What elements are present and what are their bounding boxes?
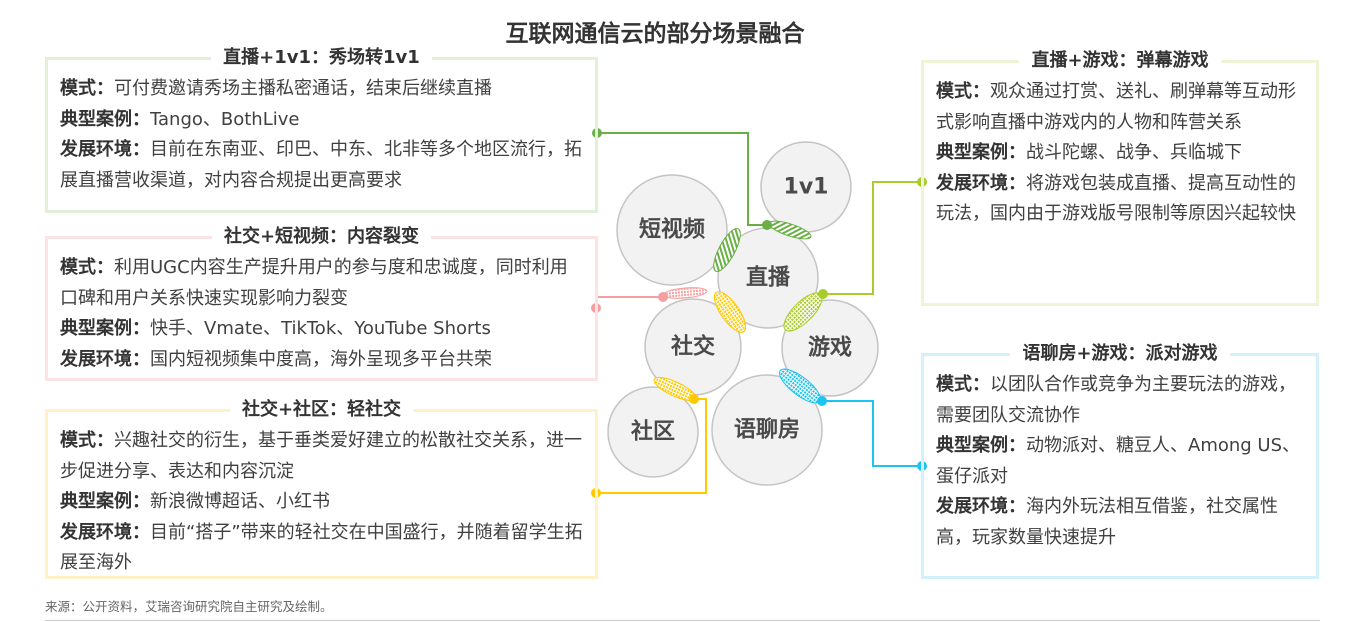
box-social-community: 社交+社区：轻社交 模式：兴趣社交的衍生，基于垂类爱好建立的松散社交关系，进一步… [45, 399, 598, 579]
line-label: 模式： [936, 374, 990, 395]
connector-social-short-video [595, 296, 663, 308]
line-text: 国内短视频集中度高，海外呈现多平台共荣 [150, 348, 492, 370]
connector-dot [818, 289, 828, 299]
connector-social-community [596, 398, 707, 494]
connector-voice-room-game [822, 400, 922, 467]
page-title: 互联网通信云的部分场景融合 [505, 21, 805, 47]
overlap-social-live [713, 291, 747, 333]
connector-dot [817, 396, 827, 406]
connector-dot [762, 220, 772, 230]
box-voice-room-game: 语聊房+游戏：派对游戏 模式：以团队合作或竞争为主要玩法的游戏，需要团队交流协作… [921, 343, 1319, 579]
line-text: 海内外玩法相互借鉴，社交属性高，玩家数量快速提升 [936, 496, 1278, 548]
line-label: 模式： [60, 78, 114, 99]
line-label: 典型案例： [936, 435, 1026, 456]
circle-short-video [616, 174, 728, 286]
circle-label-community: 社区 [631, 419, 675, 445]
circle-voice-room [711, 374, 823, 486]
connector-dot [689, 394, 699, 404]
box-title: 直播+1v1：秀场转1v1 [211, 47, 432, 68]
overlap-social-short-video [662, 287, 708, 299]
line-text: Tango、BothLive [150, 108, 300, 130]
circle-label-live: 直播 [746, 265, 791, 291]
box-title: 语聊房+游戏：派对游戏 [1010, 343, 1230, 364]
line-label: 发展环境： [60, 521, 150, 543]
line-text: 可付费邀请秀场主播私密通话，结束后继续直播 [114, 78, 492, 99]
line-text: 战斗陀螺、战争、兵临城下 [1026, 142, 1242, 163]
line-label: 典型案例： [60, 108, 150, 130]
box-live-1v1: 直播+1v1：秀场转1v1 模式：可付费邀请秀场主播私密通话，结束后继续直播 典… [45, 47, 598, 213]
line-text: 快手、Vmate、TikTok、YouTube Shorts [150, 318, 491, 339]
bottom-divider [45, 620, 1320, 621]
line-label: 典型案例： [60, 318, 150, 339]
overlap-live-short-video [713, 227, 741, 273]
circle-label-social: 社交 [671, 334, 715, 360]
box-title: 直播+游戏：弹幕游戏 [1019, 50, 1221, 71]
box-title: 社交+社区：轻社交 [229, 399, 414, 420]
connector-dot [658, 292, 668, 302]
circle-label-game: 游戏 [808, 335, 852, 361]
source-note: 来源：公开资料，艾瑞咨询研究院自主研究及绘制。 [45, 599, 333, 614]
circle-label-short-video: 短视频 [639, 217, 705, 243]
box-social-short-video: 社交+短视频：内容裂变 模式：利用UGC内容生产提升用户的参与度和忠诚度，同时利… [45, 226, 598, 381]
line-label: 模式： [60, 430, 114, 451]
circle-community [607, 386, 699, 478]
line-label: 模式： [60, 257, 114, 278]
line-text: 兴趣社交的衍生，基于垂类爱好建立的松散社交关系，进一步促进分享、表达和内容沉淀 [60, 430, 582, 482]
line-text: 利用UGC内容生产提升用户的参与度和忠诚度，同时利用口碑和用户关系快速实现影响力… [60, 257, 568, 309]
line-label: 发展环境： [936, 172, 1026, 194]
line-text: 目前在东南亚、印巴、中东、北非等多个地区流行，拓展直播营收渠道，对内容合规提出更… [60, 139, 582, 191]
line-label: 发展环境： [60, 348, 150, 370]
circle-game [781, 299, 879, 397]
line-text: 将游戏包装成直播、提高互动性的玩法，国内由于游戏版号限制等原因兴起较快 [936, 172, 1296, 225]
line-text: 观众通过打赏、送礼、刷弹幕等互动形式影响直播中游戏内的人物和阵营关系 [936, 81, 1296, 133]
line-text: 动物派对、糖豆人、Among US、蛋仔派对 [936, 435, 1301, 487]
connector-live-1v1 [597, 132, 767, 226]
line-text: 以团队合作或竞争为主要玩法的游戏，需要团队交流协作 [936, 374, 1296, 426]
line-label: 典型案例： [60, 491, 150, 512]
line-label: 模式： [936, 81, 990, 102]
line-label: 典型案例： [936, 142, 1026, 163]
box-live-game: 直播+游戏：弹幕游戏 模式：观众通过打赏、送礼、刷弹幕等互动形式影响直播中游戏内… [921, 50, 1319, 306]
line-text: 目前“搭子”带来的轻社交在中国盛行，并随着留学生拓展至海外 [60, 521, 583, 574]
line-text: 新浪微博超话、小红书 [150, 491, 330, 512]
line-label: 发展环境： [936, 496, 1026, 517]
line-label: 发展环境： [60, 139, 150, 160]
circle-label-voice-room: 语聊房 [734, 417, 800, 443]
box-title: 社交+短视频：内容裂变 [211, 226, 432, 247]
connector-live-game [823, 181, 922, 295]
circle-label-1v1: 1v1 [784, 175, 829, 200]
